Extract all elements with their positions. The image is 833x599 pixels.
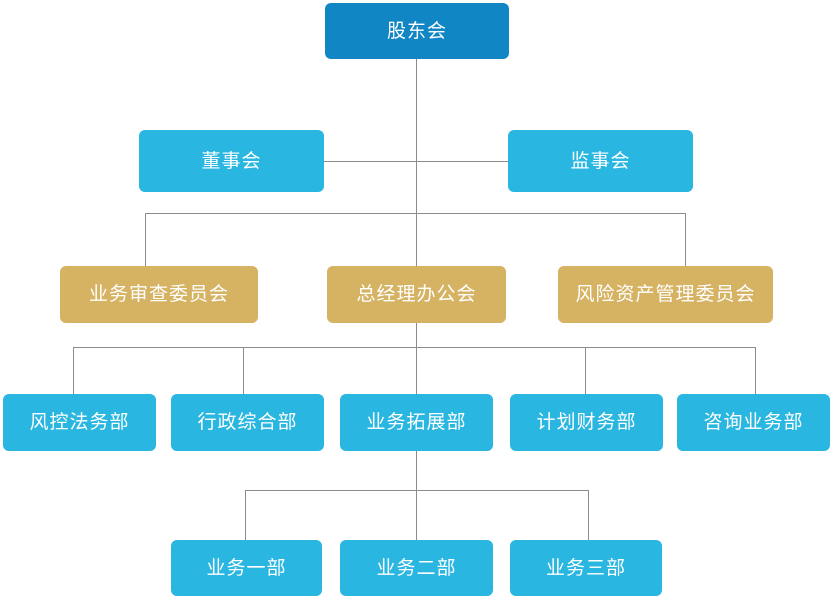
connector-row2-right-branch — [416, 161, 508, 162]
connector-row3-drop-right — [685, 213, 686, 266]
org-node-label: 咨询业务部 — [703, 411, 804, 434]
org-node-业务一部[interactable]: 业务一部 — [171, 540, 322, 596]
org-node-行政综合部[interactable]: 行政综合部 — [171, 394, 324, 451]
org-node-总经理办公会[interactable]: 总经理办公会 — [327, 266, 506, 323]
org-node-咨询业务部[interactable]: 咨询业务部 — [677, 394, 830, 451]
org-node-label: 业务二部 — [376, 556, 457, 579]
org-node-label: 董事会 — [201, 149, 262, 172]
org-node-业务审查委员会[interactable]: 业务审查委员会 — [60, 266, 258, 323]
connector-row5-drop-2 — [416, 490, 417, 540]
org-node-label: 总经理办公会 — [356, 283, 477, 306]
org-node-计划财务部[interactable]: 计划财务部 — [510, 394, 663, 451]
org-node-业务三部[interactable]: 业务三部 — [510, 540, 662, 596]
connector-row5-trunk — [416, 451, 417, 490]
org-node-风控法务部[interactable]: 风控法务部 — [3, 394, 156, 451]
connector-row2-left-branch — [324, 161, 416, 162]
org-node-业务拓展部[interactable]: 业务拓展部 — [340, 394, 493, 451]
connector-row3-bus-bar — [145, 213, 686, 214]
org-node-label: 业务三部 — [545, 556, 626, 579]
org-node-label: 监事会 — [570, 149, 631, 172]
org-node-label: 计划财务部 — [536, 411, 637, 434]
connector-row4-drop-1 — [73, 347, 74, 394]
connector-row3-drop-left — [145, 213, 146, 266]
org-node-风险资产管理委员会[interactable]: 风险资产管理委员会 — [558, 266, 773, 323]
org-node-label: 业务一部 — [206, 556, 287, 579]
org-node-业务二部[interactable]: 业务二部 — [340, 540, 493, 596]
org-node-label: 风险资产管理委员会 — [575, 283, 756, 306]
org-node-股东会[interactable]: 股东会 — [325, 3, 509, 59]
org-node-label: 风控法务部 — [29, 411, 130, 434]
org-node-监事会[interactable]: 监事会 — [508, 130, 693, 192]
connector-row4-bus-bar — [73, 347, 756, 348]
connector-row4-drop-4 — [585, 347, 586, 394]
org-node-label: 股东会 — [386, 19, 447, 42]
org-node-label: 业务拓展部 — [366, 411, 467, 434]
connector-row4-drop-3 — [416, 347, 417, 394]
org-node-董事会[interactable]: 董事会 — [139, 130, 324, 192]
connector-root-to-row2-trunk — [416, 59, 417, 162]
connector-row5-drop-1 — [245, 490, 246, 540]
connector-row5-drop-3 — [588, 490, 589, 540]
connector-row4-drop-2 — [243, 347, 244, 394]
org-node-label: 行政综合部 — [197, 411, 298, 434]
org-node-label: 业务审查委员会 — [88, 283, 229, 306]
connector-row4-trunk — [416, 323, 417, 347]
connector-row4-drop-5 — [755, 347, 756, 394]
connector-row3-drop-center — [416, 162, 417, 266]
